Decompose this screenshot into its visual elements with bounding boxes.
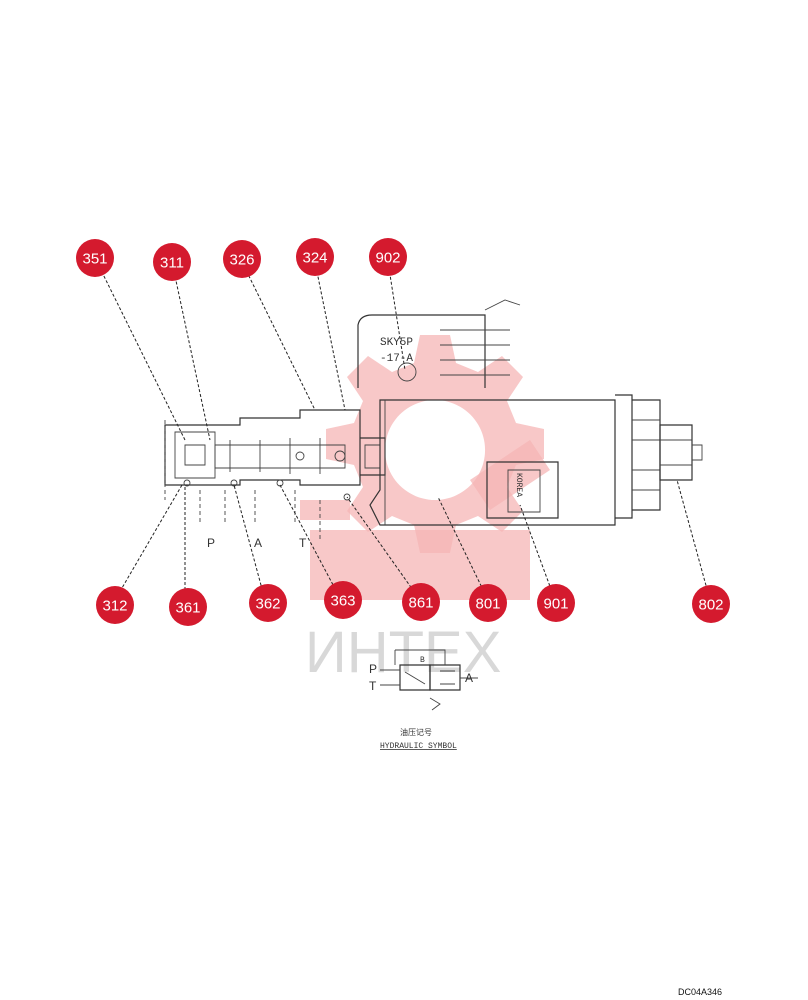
callout-311: 311 xyxy=(153,243,191,281)
leader-lines xyxy=(94,257,711,605)
port-label-a: A xyxy=(254,536,262,550)
callout-circle xyxy=(692,585,730,623)
callout-circle xyxy=(76,239,114,277)
callout-number: 901 xyxy=(543,596,568,613)
symbol-label-p: P xyxy=(369,662,377,676)
callout-number: 351 xyxy=(82,251,107,268)
symbol-label-t: T xyxy=(369,679,377,693)
callout-324: 324 xyxy=(296,238,334,276)
callout-circle xyxy=(169,588,207,626)
callout-326: 326 xyxy=(223,240,261,278)
callout-circle xyxy=(153,243,191,281)
callout-number: 362 xyxy=(255,596,280,613)
symbol-label-a: A xyxy=(465,671,473,685)
callout-number: 326 xyxy=(229,252,254,269)
valve-drawing xyxy=(164,299,703,711)
callout-circle xyxy=(223,240,261,278)
callout-361: 361 xyxy=(169,588,207,626)
callout-number: 801 xyxy=(475,596,500,613)
callouts: 351 311 326 324 902 312 361 362 363 861 801 901 802 xyxy=(76,238,730,626)
callout-number: 363 xyxy=(330,593,355,610)
callout-number: 361 xyxy=(175,600,200,617)
caption-english: HYDRAULIC SYMBOL xyxy=(380,742,457,751)
callout-circle xyxy=(324,581,362,619)
callout-351: 351 xyxy=(76,239,114,277)
callout-number: 802 xyxy=(698,597,723,614)
port-label-p: P xyxy=(207,536,215,550)
callout-902: 902 xyxy=(369,238,407,276)
callout-number: 861 xyxy=(408,595,433,612)
callout-362: 362 xyxy=(249,584,287,622)
callout-363: 363 xyxy=(324,581,362,619)
watermark-gear-icon xyxy=(300,335,550,600)
callout-circle xyxy=(369,238,407,276)
nameplate-text: KOREA xyxy=(514,473,523,497)
callout-circle xyxy=(249,584,287,622)
callout-number: 902 xyxy=(375,250,400,267)
callout-circle xyxy=(402,583,440,621)
callout-801: 801 xyxy=(469,584,507,622)
callout-901: 901 xyxy=(537,584,575,622)
drawing-code: DC04A346 xyxy=(678,987,722,997)
callout-circle xyxy=(296,238,334,276)
callout-802: 802 xyxy=(692,585,730,623)
callout-312: 312 xyxy=(96,586,134,624)
callout-circle xyxy=(96,586,134,624)
caption-chinese: 油压记号 xyxy=(400,727,432,738)
port-label-t: T xyxy=(299,536,307,550)
solenoid-label-line1: SKY5P xyxy=(380,337,413,349)
callout-number: 312 xyxy=(102,598,127,615)
callout-861: 861 xyxy=(402,583,440,621)
callout-number: 311 xyxy=(160,255,184,272)
watermark-text: ИНТЕХ xyxy=(305,620,501,685)
callout-circle xyxy=(537,584,575,622)
solenoid-label-line2: -17-A xyxy=(380,353,413,365)
callout-number: 324 xyxy=(302,250,327,267)
callout-circle xyxy=(469,584,507,622)
symbol-label-b: B xyxy=(420,656,425,665)
